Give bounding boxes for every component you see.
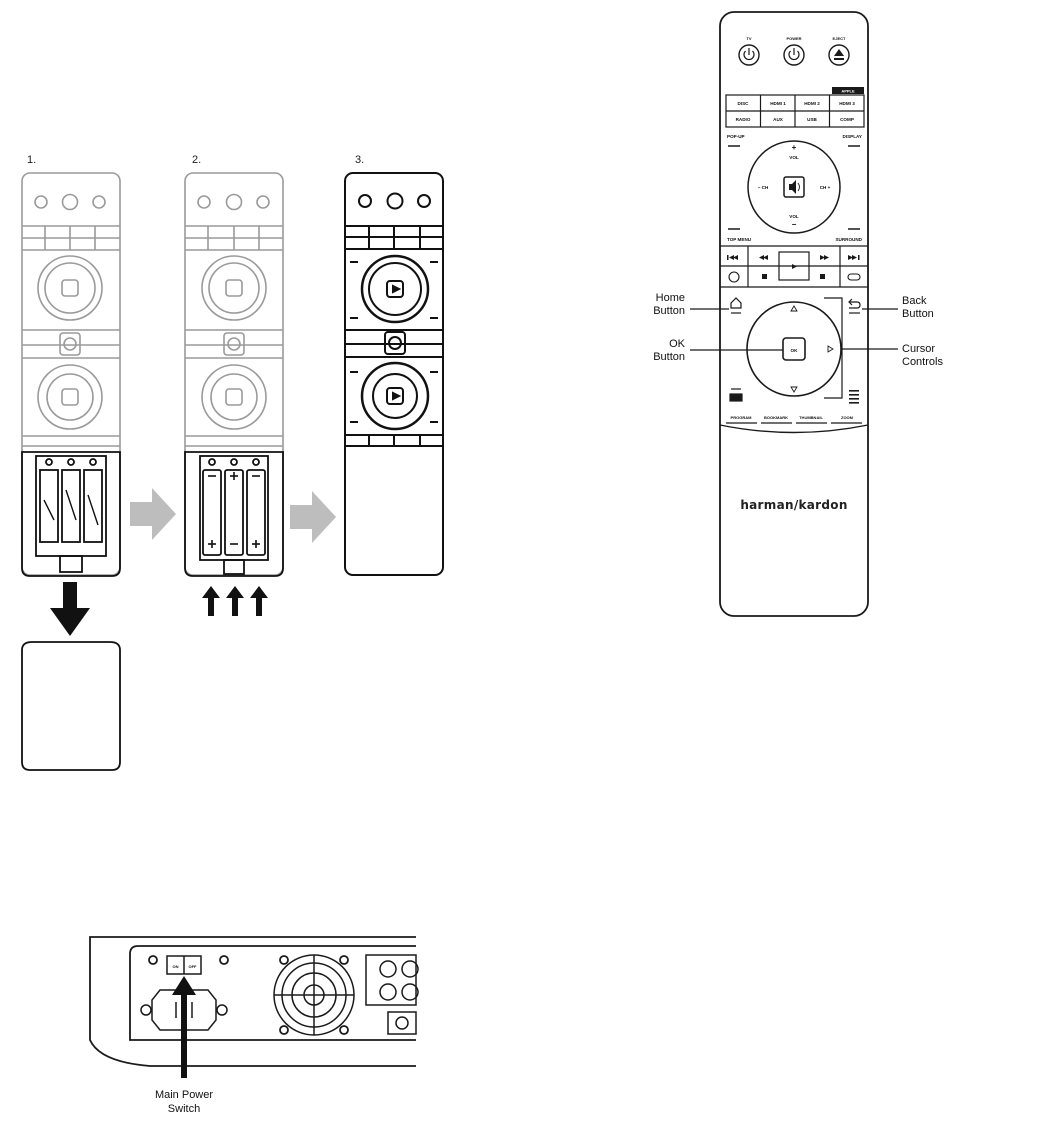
back-icon: [849, 299, 860, 313]
power-icon: [744, 48, 799, 60]
source-aux: AUX: [773, 117, 784, 122]
source-disc: DISC: [738, 101, 750, 106]
cursor-callout-line1: Cursor: [902, 343, 935, 355]
program-label: PROGRAM: [731, 415, 753, 420]
cursor-callout-line2: Controls: [902, 356, 943, 368]
bookmark-label: BOOKMARK: [764, 415, 788, 420]
source-grid: [726, 95, 864, 127]
source-radio: RADIO: [736, 117, 751, 122]
battery-cover: [22, 642, 120, 770]
apple-tag-label: APPLE: [841, 89, 855, 94]
ch-plus-label: CH +: [820, 185, 831, 190]
source-usb: USB: [807, 117, 817, 122]
home-callout-line1: Home: [656, 292, 685, 304]
mute-icon: [789, 180, 800, 194]
battery-bay-step-2: [185, 452, 283, 576]
thumbnail-label: THUMBNAIL: [799, 415, 823, 420]
switch-off-label: OFF: [189, 964, 198, 969]
popup-label: POP-UP: [727, 134, 745, 139]
tv-label: TV: [746, 36, 751, 41]
step-1-label: 1.: [27, 154, 36, 166]
remote-step-3: [345, 173, 443, 575]
power-label: POWER: [786, 36, 801, 41]
source-comp: COMP: [840, 117, 854, 122]
fan-grille: [274, 955, 354, 1035]
step-2-label: 2.: [192, 154, 201, 166]
gray-arrow-icon-1: [130, 488, 176, 540]
ok-button-label: OK: [791, 348, 799, 353]
power-switch-callout-line2: Switch: [168, 1103, 200, 1115]
keyboard-icon: [730, 389, 742, 401]
home-icon: [731, 298, 741, 313]
vol-bottom-label: VOL: [789, 214, 799, 219]
up-arrow-icon: [172, 976, 196, 1078]
top-menu-label: TOP MENU: [727, 237, 752, 242]
eject-icon: [834, 49, 844, 60]
ch-minus-label: − CH: [758, 185, 769, 190]
repeat-icon: [848, 274, 860, 280]
vol-top-label: VOL: [789, 155, 799, 160]
up-arrows-icon: [202, 586, 268, 616]
replay-icon: [729, 272, 739, 282]
ok-callout-line2: Button: [653, 351, 685, 363]
menu-icon: [849, 390, 859, 404]
switch-on-label: ON: [173, 964, 179, 969]
display-label: DISPLAY: [843, 134, 863, 139]
source-hdmi2: HDMI 2: [804, 101, 820, 106]
battery-polarity-marks: [208, 472, 260, 548]
gray-arrow-icon-2: [290, 491, 336, 543]
surround-label: SURROUND: [835, 237, 862, 242]
back-callout-line1: Back: [902, 295, 927, 307]
eject-label: EJECT: [833, 36, 846, 41]
battery-bay-step-1: [22, 452, 120, 576]
step-3-label: 3.: [355, 154, 364, 166]
ok-callout-line1: OK: [669, 338, 686, 350]
rear-panel: [90, 937, 416, 1066]
power-switch-callout-line1: Main Power: [155, 1089, 213, 1101]
vol-minus-icon: −: [792, 220, 797, 229]
source-hdmi1: HDMI 1: [770, 101, 786, 106]
source-hdmi3: HDMI 3: [839, 101, 855, 106]
zoom-label: ZOOM: [841, 415, 854, 420]
down-arrow-icon: [50, 582, 90, 636]
vol-plus-icon: +: [792, 143, 797, 152]
home-callout-line2: Button: [653, 305, 685, 317]
rca-jacks: [366, 955, 418, 1034]
brand-logo: harman/kardon: [740, 498, 847, 512]
back-callout-line2: Button: [902, 308, 934, 320]
